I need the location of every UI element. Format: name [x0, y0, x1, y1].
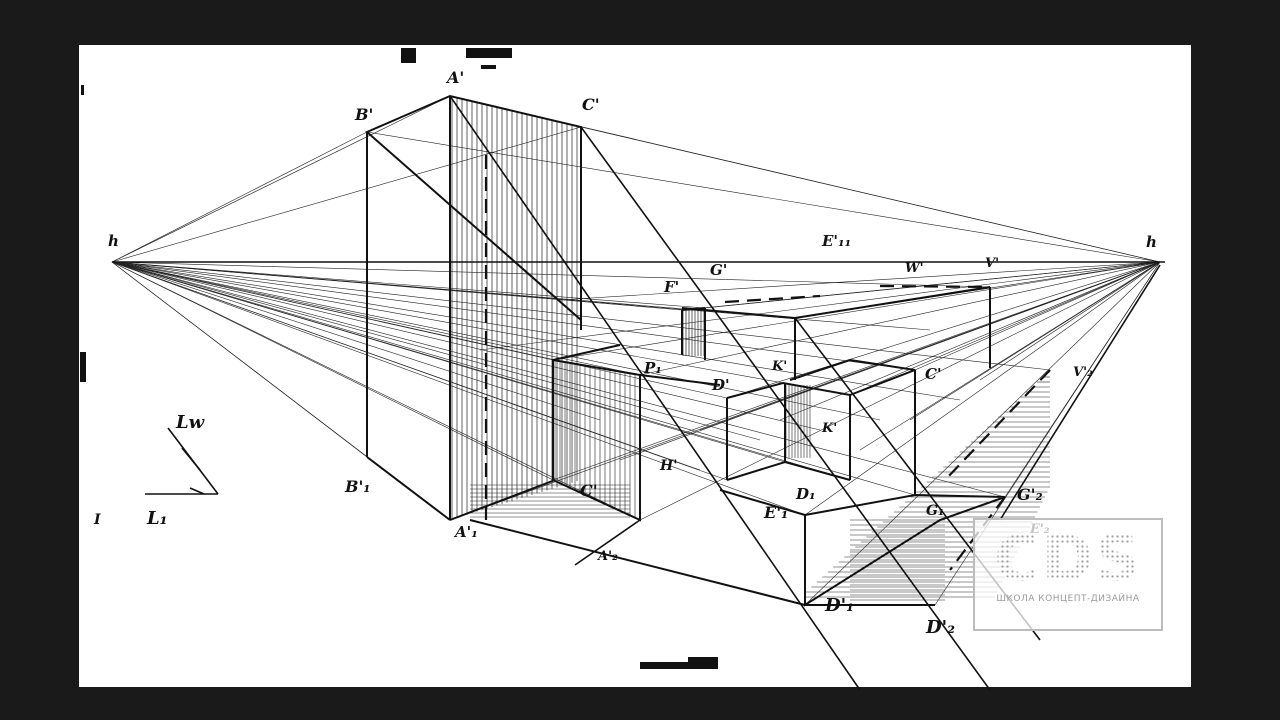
perspective-ray-left — [111, 261, 641, 521]
perspective-ray-right — [704, 261, 1161, 309]
marker-dash — [481, 65, 496, 69]
label-d1-small: D₁ — [795, 485, 816, 503]
perspective-ray-right — [804, 261, 1161, 516]
perspective-ray-right — [849, 261, 1161, 396]
perspective-ray-right — [639, 261, 1161, 376]
marker-bottom — [640, 662, 690, 669]
perspective-ray-left — [111, 261, 761, 441]
label-l-low: L₁ — [146, 508, 168, 529]
label-v-top: V' — [985, 256, 999, 271]
label-d1-bottom: D'₁ — [824, 595, 854, 616]
point-labels: h h A' B' C' B'₁ A'₁ C' A'₂ E'₁₁ F' G' W' V' P₁ D' K' K' C… — [93, 68, 1157, 638]
label-mark-i: I — [93, 512, 101, 528]
perspective-ray-right — [979, 261, 1161, 381]
perspective-ray-right — [552, 261, 1161, 481]
marker-bar — [466, 48, 512, 58]
cds-logo-subtitle: ШКОЛА КОНЦЕПТ-ДИЗАЙНА — [996, 594, 1140, 604]
perspective-ray-left — [111, 261, 728, 399]
light-direction-marker — [145, 427, 219, 495]
label-h-right: h — [1146, 233, 1157, 251]
perspective-ray-right — [914, 261, 1161, 371]
label-k-inner: K' — [821, 421, 837, 436]
label-c-bottom: C' — [580, 481, 598, 500]
marker-block — [401, 48, 416, 63]
perspective-ray-right — [804, 261, 1161, 606]
perspective-ray-left — [111, 261, 916, 371]
perspective-ray-right — [909, 261, 1161, 421]
perspective-ray-right — [726, 261, 1161, 399]
perspective-ray-left — [111, 261, 701, 471]
perspective-ray-left — [111, 261, 706, 309]
label-f-top: F' — [663, 278, 679, 296]
perspective-ray-left — [111, 126, 582, 263]
label-vb: V'₂ — [1073, 365, 1093, 380]
perspective-ray-right — [366, 131, 1161, 263]
label-a-top: A' — [445, 68, 464, 87]
label-w-top: W' — [905, 261, 924, 276]
perspective-ray-left — [111, 261, 851, 396]
perspective-ray-left — [111, 261, 806, 516]
perspective-ray-right — [779, 261, 1161, 421]
label-b-top: B' — [354, 105, 373, 124]
label-b-bottom: B'₁ — [344, 477, 370, 496]
label-g1: G₁ — [926, 503, 944, 519]
tall-prism — [365, 94, 582, 521]
perspective-ray-left — [111, 95, 451, 263]
perspective-ray-left — [111, 261, 881, 421]
perspective-ray-right — [699, 261, 1161, 431]
perspective-ray-left — [111, 261, 368, 458]
label-d2: D'₂ — [925, 617, 955, 638]
perspective-ray-left — [111, 131, 368, 263]
perspective-ray-right — [479, 261, 1161, 351]
label-l-sun: Lw — [175, 412, 206, 433]
label-e1-top: E'₁₁ — [821, 232, 851, 250]
perspective-ray-left — [111, 261, 601, 421]
perspective-ray-left — [111, 261, 991, 288]
cds-logo-mark: CDS — [975, 524, 1161, 594]
label-g-mid: G' — [710, 261, 727, 279]
shadow-hatching — [451, 96, 1050, 601]
perspective-ray-right — [559, 261, 1161, 301]
marker-bottom-2 — [688, 657, 718, 669]
label-p: P₁ — [643, 359, 662, 377]
marker-left-mid — [80, 352, 86, 382]
label-g2: G'₂ — [1017, 485, 1043, 504]
label-h-left: h — [108, 232, 119, 250]
label-c-top: C' — [582, 95, 600, 114]
perspective-ray-right — [552, 261, 1161, 361]
perspective-ray-left — [111, 261, 1006, 498]
perspective-ray-left — [111, 261, 786, 463]
perspective-ray-left — [111, 261, 961, 401]
label-a-bottom: A'₁ — [453, 523, 478, 541]
label-e1-bottom: E'₁ — [763, 503, 788, 522]
perspective-ray-left — [111, 261, 554, 481]
label-h: H' — [659, 458, 678, 474]
perspective-ray-left — [111, 261, 916, 496]
label-d-mid: D' — [711, 376, 730, 394]
label-k-mid: K' — [771, 359, 787, 374]
perspective-ray-right — [934, 261, 1161, 606]
label-a-shadow: A'₂ — [596, 549, 618, 564]
cds-logo: CDS ШКОЛА КОНЦЕПТ-ДИЗАЙНА — [973, 518, 1163, 631]
perspective-ray-left — [111, 261, 821, 431]
marker-left-top — [81, 85, 84, 95]
label-c-right: C' — [925, 365, 942, 383]
